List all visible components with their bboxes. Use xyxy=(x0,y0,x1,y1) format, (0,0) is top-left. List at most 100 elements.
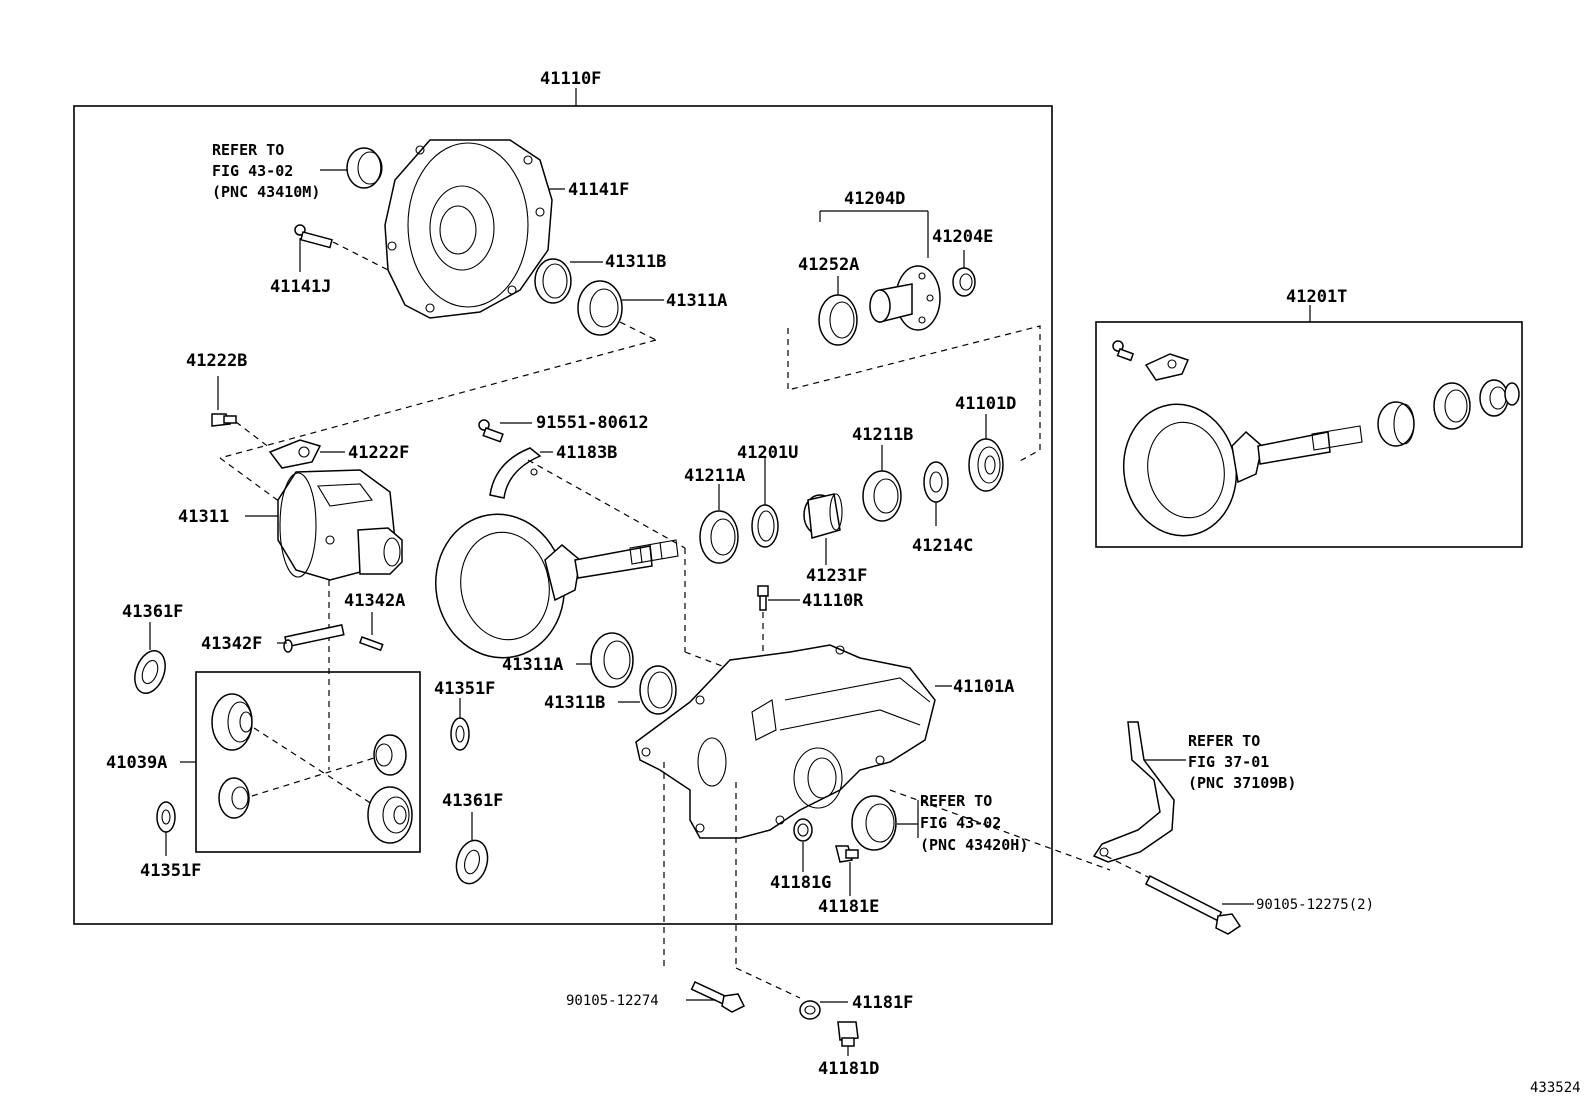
gasket-41181G xyxy=(793,818,813,842)
bearing-41211B xyxy=(862,470,902,522)
label-41101A: 41101A xyxy=(953,677,1014,697)
filler-plug-41181D xyxy=(837,1021,859,1047)
label-41181G: 41181G xyxy=(770,873,831,893)
label-41311: 41311 xyxy=(178,507,229,527)
reference-note-43420H: REFER TO FIG 43-02 (PNC 43420H) xyxy=(920,792,1028,854)
label-41201T: 41201T xyxy=(1286,287,1347,307)
label-41181E: 41181E xyxy=(818,897,879,917)
label-41204D: 41204D xyxy=(844,189,905,209)
svg-text:FIG 43-02: FIG 43-02 xyxy=(212,162,293,180)
label-41342F: 41342F xyxy=(201,634,262,654)
oil-seal-41101D xyxy=(968,438,1004,492)
svg-text:(PNC 43420H): (PNC 43420H) xyxy=(920,836,1028,854)
label-41311B-mid: 41311B xyxy=(544,693,605,713)
ring-pinion-set-frame xyxy=(1095,321,1523,548)
label-91551-80612: 91551-80612 xyxy=(536,413,649,433)
diagram-code: 433524 xyxy=(1530,1080,1581,1096)
label-41211A: 41211A xyxy=(684,466,745,486)
svg-text:FIG 37-01: FIG 37-01 xyxy=(1188,753,1269,771)
label-41351F-mid: 41351F xyxy=(434,679,495,699)
oil-seal-41252A xyxy=(818,294,858,346)
label-90105-12274: 90105-12274 xyxy=(566,993,659,1009)
label-41311B-top: 41311B xyxy=(605,252,666,272)
cover-bolt xyxy=(294,224,333,249)
label-41311A-mid: 41311A xyxy=(502,655,563,675)
label-41039A: 41039A xyxy=(106,753,167,773)
bearing-41311A-top xyxy=(577,280,623,336)
vent-plug-41110R xyxy=(757,585,769,611)
label-41222B: 41222B xyxy=(186,351,247,371)
label-41201U: 41201U xyxy=(737,443,798,463)
label-41361F-mid: 41361F xyxy=(442,791,503,811)
oil-slinger-41214C xyxy=(923,461,949,503)
set-spacer xyxy=(1377,401,1415,447)
collapsible-spacer-41231F xyxy=(803,493,843,539)
svg-text:(PNC 43410M): (PNC 43410M) xyxy=(212,183,320,201)
label-41183B: 41183B xyxy=(556,443,617,463)
bearing-race-41311B-top xyxy=(534,258,572,304)
label-41101D: 41101D xyxy=(955,394,1016,414)
companion-flange xyxy=(869,265,941,331)
spacer-41201U xyxy=(751,504,779,548)
lock-bolt xyxy=(211,376,237,427)
label-41211B: 41211B xyxy=(852,425,913,445)
thrust-washer-41361F-mid xyxy=(455,839,489,885)
label-41342A: 41342A xyxy=(344,591,405,611)
side-gear-upper xyxy=(211,693,253,751)
label-90105-12275: 90105-12275(2) xyxy=(1256,897,1374,913)
thrust-washer-41351F-left xyxy=(156,801,176,833)
reference-note-43410M: REFER TO FIG 43-02 (PNC 43410M) xyxy=(212,141,320,201)
label-41231F: 41231F xyxy=(806,566,867,586)
ring-gear-and-pinion xyxy=(434,513,679,659)
side-gear-lower xyxy=(367,786,413,844)
thrust-washer-41351F-mid xyxy=(450,717,470,751)
pinion-gear-right xyxy=(373,734,407,776)
support-bracket xyxy=(1092,721,1175,863)
label-41252A: 41252A xyxy=(798,255,859,275)
bearing-41211A xyxy=(699,510,739,564)
label-41311A-top: 41311A xyxy=(666,291,727,311)
label-41204E: 41204E xyxy=(932,227,993,247)
set-outer-bearing xyxy=(1479,379,1509,417)
pinion-gear-left xyxy=(218,777,250,819)
gasket-41181F xyxy=(799,1000,821,1020)
bolt-90105-12275 xyxy=(1144,874,1242,935)
set-lock-plate xyxy=(1144,353,1190,381)
label-41361F-left: 41361F xyxy=(122,602,183,622)
label-41181F: 41181F xyxy=(852,993,913,1013)
set-lock-bolt xyxy=(1112,340,1135,362)
label-41141F: 41141F xyxy=(568,180,629,200)
differential-carrier xyxy=(635,644,936,839)
bearing-41311A-mid xyxy=(590,632,634,688)
breather-hose xyxy=(489,447,542,499)
bolt-90105-12274 xyxy=(690,981,746,1013)
svg-text:REFER TO: REFER TO xyxy=(212,141,284,159)
svg-text:REFER TO: REFER TO xyxy=(1188,732,1260,750)
breather-plug xyxy=(478,419,504,443)
bearing-race-41311B-mid xyxy=(639,665,677,715)
oil-seal-43420H xyxy=(851,795,897,851)
set-ring-gear-and-pinion xyxy=(1122,403,1363,537)
extension-housing-cover xyxy=(384,139,553,319)
svg-text:FIG 43-02: FIG 43-02 xyxy=(920,814,1001,832)
reference-note-37109B: REFER TO FIG 37-01 (PNC 37109B) xyxy=(1188,732,1296,792)
set-washer xyxy=(1504,382,1520,406)
differential-case xyxy=(277,469,403,581)
assembly-frame xyxy=(73,105,1053,925)
label-assembly: 41110F xyxy=(540,69,601,89)
set-bearing xyxy=(1433,382,1471,430)
svg-text:REFER TO: REFER TO xyxy=(920,792,992,810)
svg-text:(PNC 37109B): (PNC 37109B) xyxy=(1188,774,1296,792)
straight-pin xyxy=(358,636,384,652)
oil-seal-43410M xyxy=(346,147,383,189)
label-41141J: 41141J xyxy=(270,277,331,297)
label-41222F: 41222F xyxy=(348,443,409,463)
drain-plug-41181E xyxy=(835,845,859,863)
lock-plate xyxy=(268,439,322,469)
label-41110R: 41110R xyxy=(802,591,864,611)
pinion-shaft xyxy=(283,624,345,653)
label-41351F-left: 41351F xyxy=(140,861,201,881)
label-41214C: 41214C xyxy=(912,536,973,556)
thrust-washer-41361F-left xyxy=(134,650,166,694)
